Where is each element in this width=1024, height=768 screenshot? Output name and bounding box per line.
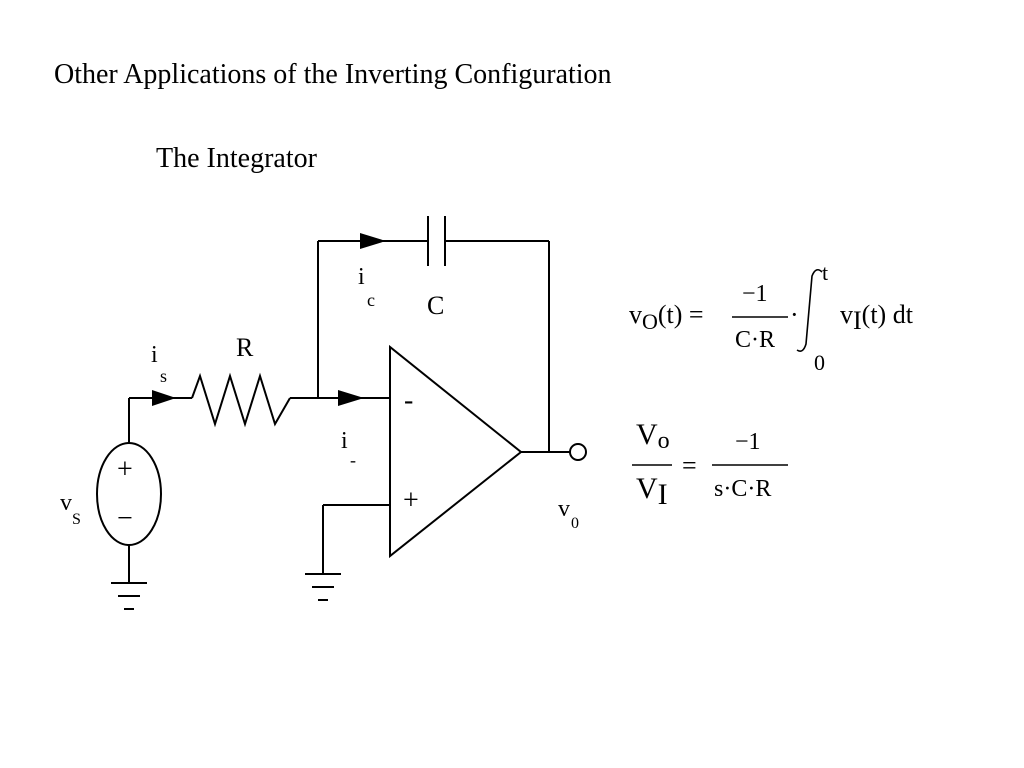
time-eq-integrand: vI(t) dt [840,300,913,334]
vs-label-sub: S [72,511,81,528]
is-label-sub: s [160,366,167,386]
vo-label-sub: 0 [571,515,579,532]
transfer-num-main: V [636,418,658,451]
op-amp [389,344,523,559]
transfer-num-sub: o [657,428,670,454]
integral-lower-limit: 0 [814,350,825,375]
capacitor-label: C [427,291,444,320]
time-eq-frac-den: C·R [735,327,776,353]
is-label: i [151,342,158,368]
integrand-sub: I [853,306,862,335]
vs-label: v [60,490,72,516]
transfer-den-sub: I [657,478,668,511]
transfer-rhs-den: s·C·R [714,476,772,502]
ic-label: i [358,264,365,290]
current-arrow-ic [360,233,386,249]
slide-subtitle: The Integrator [156,143,317,174]
opamp-plus-sign: + [403,485,419,516]
source-plus-sign: + [117,454,133,485]
time-eq-dot: · [790,300,799,329]
current-arrow-is [152,390,176,406]
slide-title: Other Applications of the Inverting Conf… [54,59,612,90]
output-terminal [569,443,587,461]
vo-label: v [558,496,570,522]
transfer-rhs-num: −1 [735,429,761,455]
transfer-equals: = [682,451,697,480]
time-eq-lhs-sub: O [642,309,658,334]
resistor-label: R [236,333,254,362]
integrand-rest: (t) dt [861,300,913,329]
time-eq-lhs-arg: (t) = [657,300,704,329]
transfer-den: VI [636,472,668,510]
time-eq-lhs: vO(t) = [629,300,704,333]
integrand-main: v [840,300,853,329]
time-eq-lhs-main: v [629,300,642,329]
integral-sign [796,268,823,352]
integral-upper-limit: t [822,260,829,285]
current-arrow-iminus [338,390,364,406]
time-eq-frac-num: −1 [742,281,768,307]
resistor [191,372,291,428]
opamp-minus-sign: - [404,385,413,416]
transfer-num: Vo [636,418,670,454]
iminus-label: i [341,428,348,454]
source-minus-sign: − [117,503,133,534]
transfer-den-main: V [636,472,658,505]
iminus-label-sub: - [350,450,356,470]
ic-label-sub: c [367,290,375,310]
